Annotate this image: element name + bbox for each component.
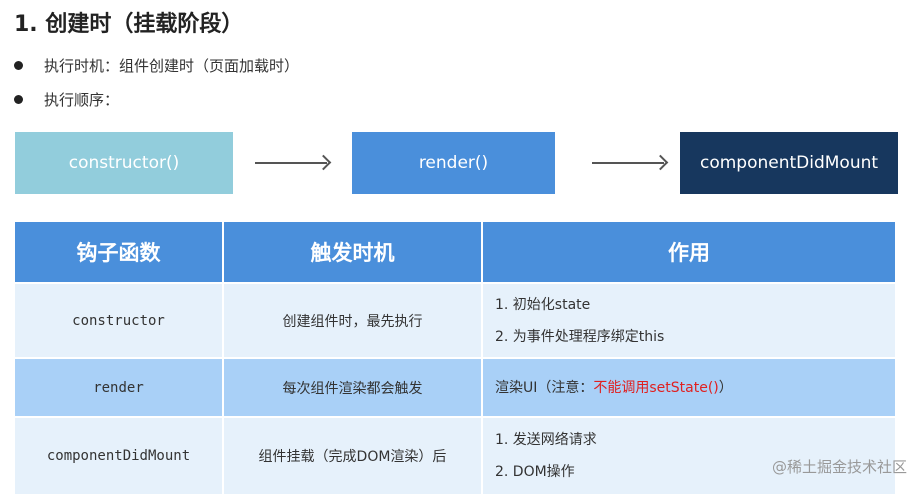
arrow-right-icon bbox=[255, 162, 327, 164]
section-title: 1. 创建时（挂载阶段） bbox=[14, 12, 244, 37]
effect-cell: 渲染UI（注意：不能调用setState()） bbox=[483, 359, 895, 416]
bullet-dot-icon bbox=[14, 61, 23, 70]
flow-componentdidmount: componentDidMount bbox=[680, 132, 898, 194]
hook-name: constructor bbox=[15, 284, 222, 357]
effect-text: 渲染UI（注意： bbox=[495, 379, 594, 396]
bullet-timing: 执行时机：组件创建时（页面加载时） bbox=[14, 55, 299, 76]
hook-name: render bbox=[15, 359, 222, 416]
bullet-text: 执行时机：组件创建时（页面加载时） bbox=[44, 57, 300, 75]
effect-line: 2. 为事件处理程序绑定this bbox=[495, 328, 665, 345]
bullet-text: 执行顺序： bbox=[44, 91, 120, 109]
bullet-dot-icon bbox=[14, 95, 23, 104]
trigger-cell: 创建组件时，最先执行 bbox=[224, 284, 481, 357]
table-row: render 每次组件渲染都会触发 渲染UI（注意：不能调用setState()… bbox=[15, 359, 895, 416]
bullet-order: 执行顺序： bbox=[14, 89, 119, 110]
effect-line: 1. 初始化state bbox=[495, 296, 591, 313]
header-hook: 钩子函数 bbox=[15, 222, 222, 282]
table-header-row: 钩子函数 触发时机 作用 bbox=[15, 222, 895, 282]
lifecycle-table: 钩子函数 触发时机 作用 constructor 创建组件时，最先执行 1. 初… bbox=[13, 220, 897, 496]
flow-constructor: constructor() bbox=[15, 132, 233, 194]
effect-text: ） bbox=[718, 379, 733, 396]
watermark: @稀土掘金技术社区 bbox=[771, 458, 907, 476]
arrow-right-icon bbox=[592, 162, 664, 164]
effect-cell: 1. 发送网络请求 2. DOM操作 bbox=[483, 418, 895, 494]
effect-line: 2. DOM操作 bbox=[495, 464, 575, 480]
hook-name: componentDidMount bbox=[15, 418, 222, 494]
effect-cell: 1. 初始化state 2. 为事件处理程序绑定this bbox=[483, 284, 895, 357]
trigger-cell: 每次组件渲染都会触发 bbox=[224, 359, 481, 416]
header-effect: 作用 bbox=[483, 222, 895, 282]
flow-render: render() bbox=[352, 132, 555, 194]
header-trigger: 触发时机 bbox=[224, 222, 481, 282]
trigger-cell: 组件挂载（完成DOM渲染）后 bbox=[224, 418, 481, 494]
effect-warning: 不能调用setState() bbox=[593, 379, 719, 396]
effect-line: 1. 发送网络请求 bbox=[495, 432, 597, 448]
table-row: componentDidMount 组件挂载（完成DOM渲染）后 1. 发送网络… bbox=[15, 418, 895, 494]
table-row: constructor 创建组件时，最先执行 1. 初始化state 2. 为事件… bbox=[15, 284, 895, 357]
